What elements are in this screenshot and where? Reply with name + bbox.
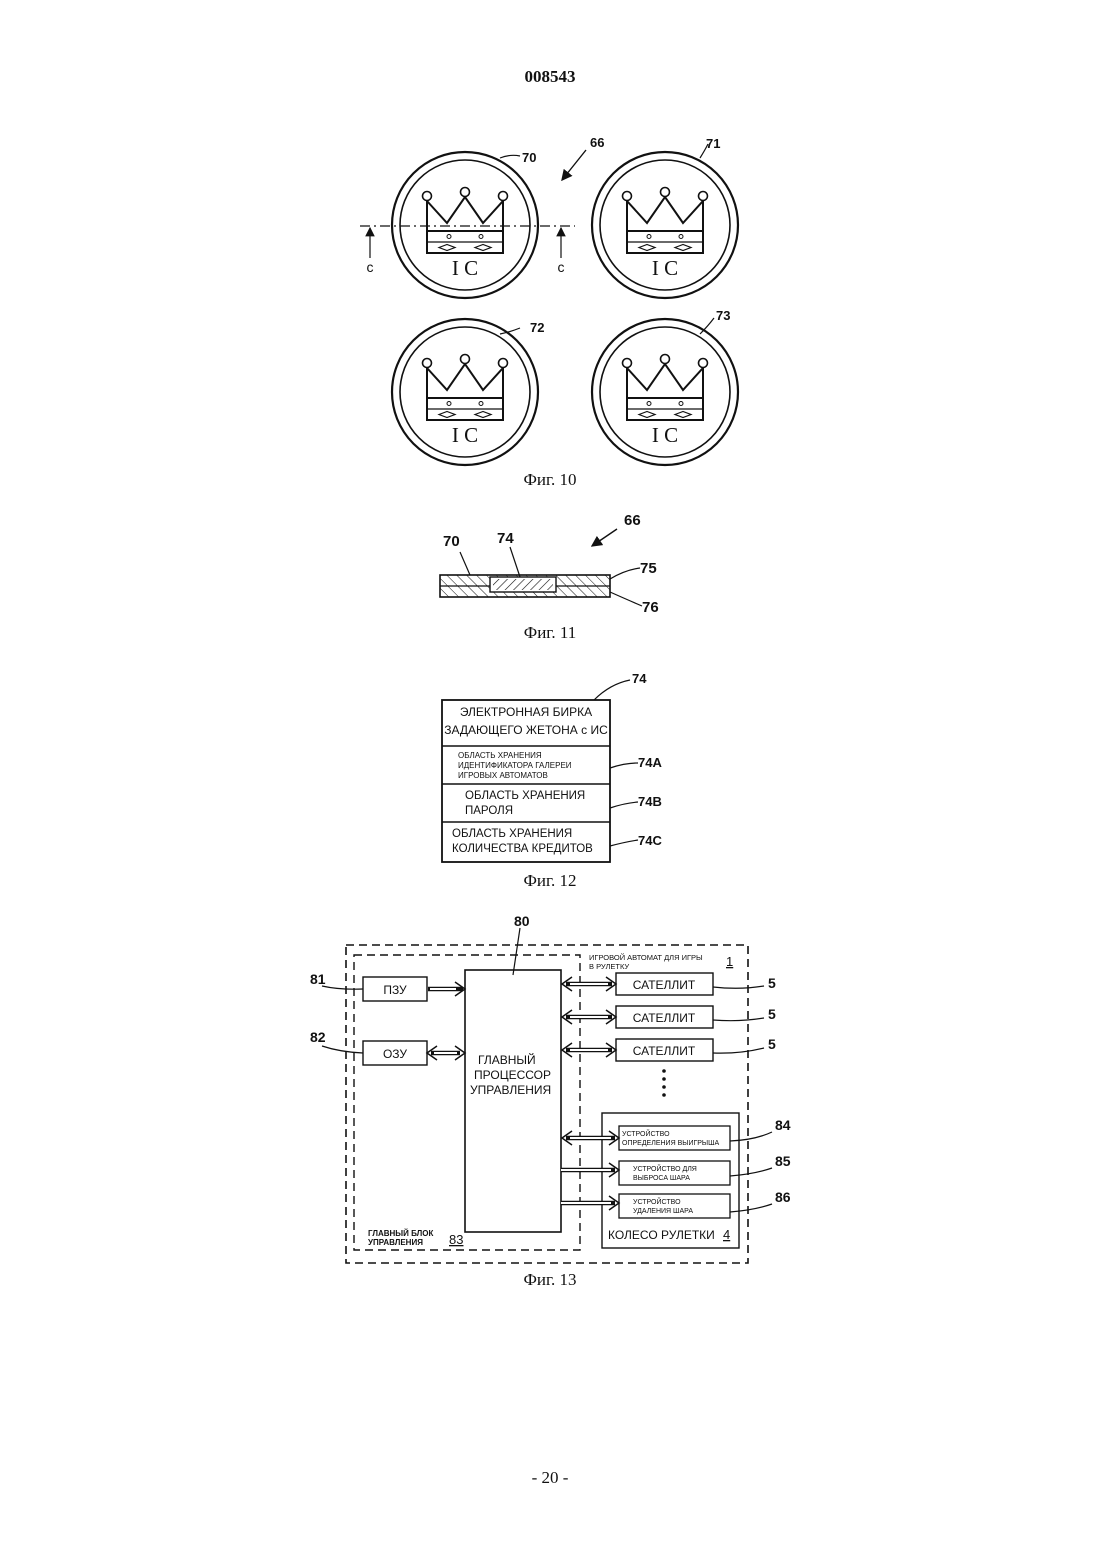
device-84-line2: ОПРЕДЕЛЕНИЯ ВЫИГРЫША — [622, 1140, 720, 1147]
token-71: I C — [592, 152, 738, 298]
ref-82: 82 — [310, 1029, 326, 1045]
ref-74c: 74C — [638, 833, 662, 848]
wheel-label: КОЛЕСО РУЛЕТКИ — [608, 1228, 715, 1242]
satellite-1-label: САТЕЛЛИТ — [633, 978, 696, 992]
ref-74a: 74A — [638, 755, 662, 770]
token-label: I C — [652, 256, 678, 280]
page-number: - 20 - — [532, 1468, 569, 1487]
ref-5-a: 5 — [768, 975, 776, 991]
ref-74-fig11: 74 — [497, 530, 514, 547]
ref-72: 72 — [530, 320, 544, 335]
ref-70-fig11: 70 — [443, 533, 460, 550]
ref-5-b: 5 — [768, 1006, 776, 1022]
row-74c-line2: КОЛИЧЕСТВА КРЕДИТОВ — [452, 843, 593, 855]
main-block-line2: УПРАВЛЕНИЯ — [368, 1238, 423, 1247]
ref-5-c: 5 — [768, 1036, 776, 1052]
figure-12-caption: Фиг. 12 — [523, 871, 576, 890]
figure-13-caption: Фиг. 13 — [523, 1270, 576, 1289]
ref-74b: 74B — [638, 794, 662, 809]
row-74a-line3: ИГРОВЫХ АВТОМАТОВ — [458, 771, 548, 780]
row-74b-line1: ОБЛАСТЬ ХРАНЕНИЯ — [465, 790, 585, 802]
ram-label: ОЗУ — [383, 1047, 407, 1061]
device-85-line1: УСТРОЙСТВО ДЛЯ — [633, 1164, 697, 1173]
device-86-line2: УДАЛЕНИЯ ШАРА — [633, 1208, 693, 1215]
row-74c-line1: ОБЛАСТЬ ХРАНЕНИЯ — [452, 828, 572, 840]
ref-76: 76 — [642, 599, 659, 616]
figure-13: ГЛАВНЫЙ ПРОЦЕССОР УПРАВЛЕНИЯ 80 ПЗУ ОЗУ … — [310, 913, 791, 1289]
rom-label: ПЗУ — [383, 983, 407, 997]
more-satellites-ellipsis — [662, 1069, 666, 1097]
ref-70: 70 — [522, 150, 536, 165]
ref-71: 71 — [706, 136, 720, 151]
ref-1: 1 — [726, 954, 733, 969]
figure-10-caption: Фиг. 10 — [523, 470, 576, 489]
token-70: I C — [392, 152, 538, 298]
satellite-3-label: САТЕЛЛИТ — [633, 1044, 696, 1058]
tag-title-line2: ЗАДАЮЩЕГО ЖЕТОНА с ИС — [444, 723, 608, 737]
ref-4: 4 — [723, 1227, 730, 1242]
section-mark-left: c — [367, 259, 374, 275]
machine-label-line2: В РУЛЕТКУ — [589, 962, 629, 971]
tag-title-line1: ЭЛЕКТРОННАЯ БИРКА — [460, 705, 592, 719]
row-74b-line2: ПАРОЛЯ — [465, 805, 513, 817]
main-cpu — [465, 970, 561, 1232]
ref-85: 85 — [775, 1153, 791, 1169]
machine-label-line1: ИГРОВОЙ АВТОМАТ ДЛЯ ИГРЫ — [589, 953, 703, 962]
main-control-block-boundary — [354, 955, 580, 1250]
cpu-label-line2: ПРОЦЕССОР — [474, 1068, 551, 1082]
section-mark-right: c — [558, 259, 565, 275]
figure-12: ЭЛЕКТРОННАЯ БИРКА ЗАДАЮЩЕГО ЖЕТОНА с ИС … — [442, 671, 662, 890]
ref-80: 80 — [514, 913, 530, 929]
main-block-line1: ГЛАВНЫЙ БЛОК — [368, 1229, 433, 1238]
ref-75: 75 — [640, 560, 657, 577]
device-86-line1: УСТРОЙСТВО — [633, 1197, 681, 1206]
ref-74-fig12: 74 — [632, 671, 647, 686]
row-74a-line1: ОБЛАСТЬ ХРАНЕНИЯ — [458, 751, 542, 760]
token-73: I C — [592, 319, 738, 465]
figure-10: c c I C I C I C I C 70 71 72 73 66 Фиг. … — [360, 135, 738, 489]
figure-11-caption: Фиг. 11 — [524, 623, 576, 642]
satellite-2-label: САТЕЛЛИТ — [633, 1011, 696, 1025]
token-label: I C — [652, 423, 678, 447]
token-72: I C — [392, 319, 538, 465]
ref-73: 73 — [716, 308, 730, 323]
device-85-line2: ВЫБРОСА ШАРА — [633, 1175, 690, 1182]
ref-66-fig11: 66 — [624, 512, 641, 529]
ref-81: 81 — [310, 971, 326, 987]
ref-86: 86 — [775, 1189, 791, 1205]
figure-11: 70 74 66 75 76 Фиг. 11 — [440, 512, 659, 642]
token-label: I C — [452, 256, 478, 280]
document-number: 008543 — [525, 67, 576, 86]
device-84-line1: УСТРОЙСТВО — [622, 1129, 670, 1138]
token-label: I C — [452, 423, 478, 447]
row-74a-line2: ИДЕНТИФИКАТОРА ГАЛЕРЕИ — [458, 761, 572, 770]
ref-83: 83 — [449, 1232, 463, 1247]
ref-66: 66 — [590, 135, 604, 150]
ref-84: 84 — [775, 1117, 791, 1133]
cpu-label-line3: УПРАВЛЕНИЯ — [470, 1083, 551, 1097]
cpu-label-line1: ГЛАВНЫЙ — [478, 1052, 536, 1067]
